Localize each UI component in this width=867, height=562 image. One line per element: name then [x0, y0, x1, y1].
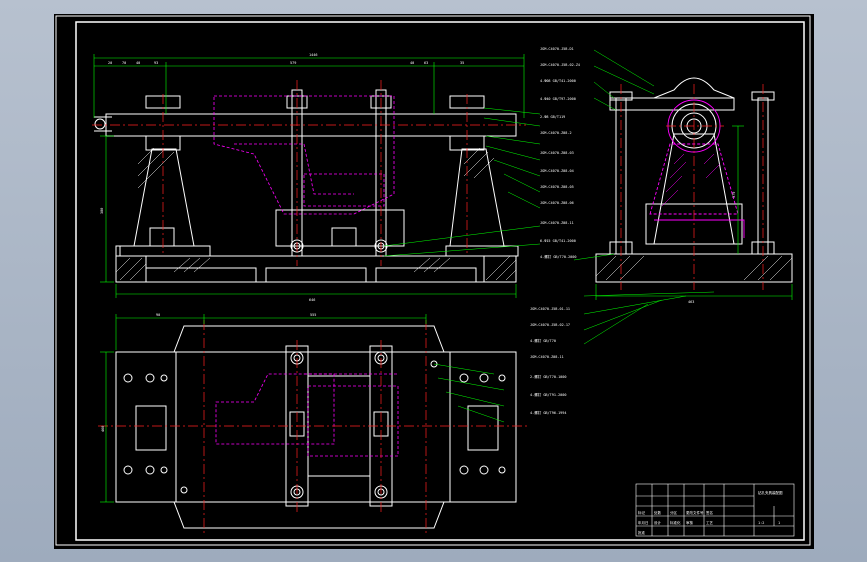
front-view [94, 89, 519, 283]
title-block-scale: 1:2 [758, 521, 764, 525]
front-dim-height: 380 [100, 208, 104, 214]
side-dim-height: 379 [732, 192, 736, 198]
svg-text:设计: 设计 [654, 520, 662, 525]
svg-text:40: 40 [136, 61, 140, 65]
front-left-support-foot [119, 245, 211, 257]
svg-text:JGM-C4070-J5B-D1: JGM-C4070-J5B-D1 [540, 47, 574, 51]
svg-text:4-Ф08 GB/T41-2000: 4-Ф08 GB/T41-2000 [540, 79, 576, 83]
svg-text:JGM-C4070-Z08-11: JGM-C4070-Z08-11 [530, 355, 564, 359]
title-block [635, 483, 795, 537]
front-left-support [133, 148, 195, 247]
side-view-hidden-part [649, 99, 745, 238]
svg-text:JGM-C4070-Z08-05: JGM-C4070-Z08-05 [540, 185, 574, 189]
top-dim-width: 460 [101, 426, 105, 432]
svg-text:分区: 分区 [670, 510, 678, 515]
top-dim-span: 555 [310, 313, 316, 317]
drawing-sheet: 1446 579 646 380 20 70 40 93 40 63 35 [54, 14, 814, 549]
side-centerlines [620, 84, 764, 290]
svg-text:4-Ф40 GB/T97-2000: 4-Ф40 GB/T97-2000 [540, 97, 576, 101]
svg-text:JGM-C4070-J5B-01-11: JGM-C4070-J5B-01-11 [530, 307, 570, 311]
front-dim-base: 646 [309, 298, 315, 302]
svg-text:处数: 处数 [654, 510, 662, 515]
svg-text:标记: 标记 [638, 510, 646, 515]
svg-text:审核: 审核 [686, 520, 694, 525]
front-base-hatch-region [115, 255, 517, 283]
svg-text:40: 40 [410, 61, 414, 65]
front-base-hatching [115, 255, 517, 281]
front-dims-top-left: 20 70 40 93 [108, 61, 158, 65]
front-dim-overall: 1446 [309, 53, 317, 57]
svg-text:JGM-C4070-J5B-02-17: JGM-C4070-J5B-02-17 [530, 323, 570, 327]
svg-text:4-螺钉 GB/T70: 4-螺钉 GB/T70 [530, 338, 556, 343]
leader-lines [383, 49, 715, 423]
callout-labels-lower: JGM-C4070-J5B-01-11 JGM-C4070-J5B-02-17 … [530, 307, 570, 415]
front-shaft-end [94, 118, 106, 130]
top-dimensions [100, 314, 427, 503]
side-base-hatching [595, 255, 793, 281]
title-block-sheet: 1 [778, 521, 780, 525]
front-view-hidden-part [213, 95, 395, 215]
svg-text:4-螺钉 GB/T91-2000: 4-螺钉 GB/T91-2000 [530, 392, 567, 397]
side-dimensions [595, 125, 793, 300]
front-centerlines [92, 80, 526, 266]
front-right-support-foot [445, 245, 519, 257]
outer-border [55, 15, 811, 546]
top-dim-left: 90 [156, 313, 160, 317]
svg-text:JGM-C4070-Z08-11: JGM-C4070-Z08-11 [540, 221, 574, 225]
svg-text:标准化: 标准化 [670, 520, 681, 525]
callout-labels-upper: JGM-C4070-J5B-D1 JGM-C4070-J5B-02-Z4 4-Ф… [540, 47, 580, 259]
side-dim-base: 463 [688, 300, 694, 304]
svg-text:工艺: 工艺 [706, 520, 714, 525]
top-view [115, 325, 517, 529]
svg-text:更改文件号: 更改文件号 [686, 510, 704, 515]
front-base-plate [115, 255, 517, 283]
top-upper-flange [173, 325, 445, 353]
title-block-drawing-name: 钻孔夹具装配图 [758, 490, 783, 495]
front-vertical-studs [286, 89, 392, 257]
svg-text:35: 35 [460, 61, 464, 65]
svg-text:JGM-C4070-J5B-02-Z4: JGM-C4070-J5B-02-Z4 [540, 63, 580, 67]
svg-text:4-螺钉 GB/T70-2000: 4-螺钉 GB/T70-2000 [540, 254, 577, 259]
front-base-slots [145, 267, 477, 282]
svg-text:20: 20 [108, 61, 112, 65]
cad-drawing-canvas[interactable]: 1446 579 646 380 20 70 40 93 40 63 35 [54, 14, 814, 549]
front-dims-top-right: 40 63 35 [410, 61, 464, 65]
top-lower-flange [173, 501, 445, 529]
svg-text:JGM-C4070-Z08-03: JGM-C4070-Z08-03 [540, 151, 574, 155]
svg-text:93: 93 [154, 61, 158, 65]
front-support-hatching [137, 147, 495, 189]
svg-text:批准: 批准 [638, 530, 646, 535]
svg-text:签名: 签名 [706, 510, 713, 515]
top-centerlines [98, 320, 530, 534]
svg-text:JGM-C4070-Z08-04: JGM-C4070-Z08-04 [540, 169, 574, 173]
front-dim-span: 579 [290, 61, 296, 65]
svg-text:6-Ф15 GB/T41-2000: 6-Ф15 GB/T41-2000 [540, 239, 576, 243]
front-dimensions [93, 54, 525, 298]
svg-text:4-螺钉 GB/T96-1994: 4-螺钉 GB/T96-1994 [530, 410, 567, 415]
inner-border [75, 21, 805, 541]
side-bearing-housing [653, 77, 735, 99]
svg-text:70: 70 [122, 61, 126, 65]
top-mounting-holes [123, 360, 506, 494]
svg-text:63: 63 [424, 61, 428, 65]
title-block-cells: 标记 处数 分区 更改文件号 签名 年月日 设计 标准化 审核 工艺 批准 [638, 510, 714, 535]
svg-text:JGM-C4070-Z08-2: JGM-C4070-Z08-2 [540, 131, 572, 135]
svg-text:JGM-C4070-Z08-06: JGM-C4070-Z08-06 [540, 201, 574, 205]
svg-text:2-Ф8 GB/T119: 2-Ф8 GB/T119 [540, 115, 565, 119]
svg-text:2-螺钉 GB/T70-1000: 2-螺钉 GB/T70-1000 [530, 374, 567, 379]
top-view-hidden-part [215, 373, 399, 457]
svg-text:年月日: 年月日 [638, 520, 649, 525]
